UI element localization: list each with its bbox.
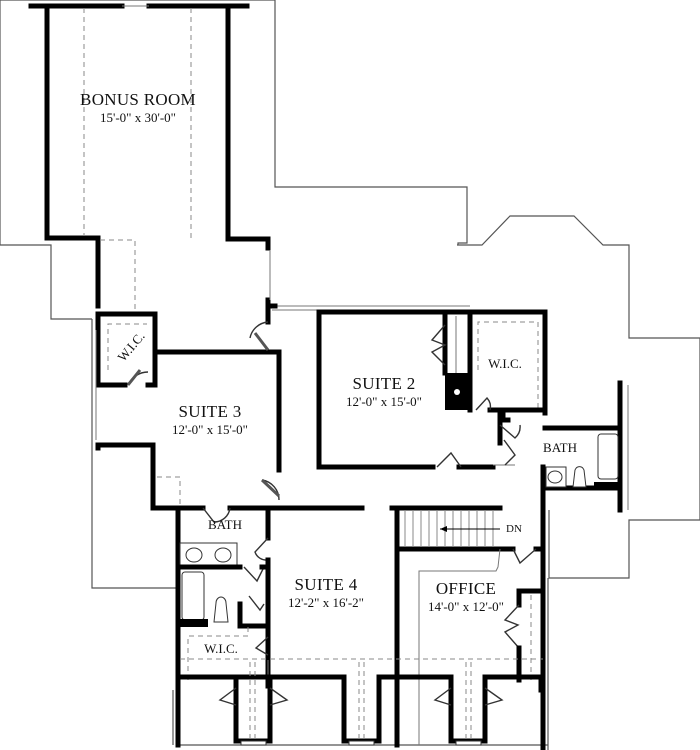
label-wic-suite-4: W.I.C. <box>204 641 238 656</box>
room-label-suite-4: SUITE 4 12'-2" x 16'-2" <box>288 576 364 609</box>
room-label-suite-3: SUITE 3 12'-0" x 15'-0" <box>172 403 248 436</box>
bath-2-walls <box>540 380 629 750</box>
label-wic-suite-2: W.I.C. <box>488 356 522 371</box>
room-dimensions: 12'-0" x 15'-0" <box>346 394 422 409</box>
suite-2-walls <box>316 309 548 470</box>
room-name: OFFICE <box>435 579 497 598</box>
room-dimensions: 12'-2" x 16'-2" <box>288 595 364 610</box>
room-label-suite-2: SUITE 2 12'-0" x 15'-0" <box>346 375 422 408</box>
room-name: SUITE 2 <box>352 374 416 393</box>
suite-3-walls <box>95 311 282 511</box>
room-name: BONUS ROOM <box>80 90 196 109</box>
front-dormers <box>175 662 544 746</box>
room-dimensions: 12'-0" x 15'-0" <box>172 422 248 437</box>
room-dimensions: 15'-0" x 30'-0" <box>100 110 176 125</box>
room-name: SUITE 4 <box>294 575 358 594</box>
stair <box>394 505 546 748</box>
label-stair-down: DN <box>506 523 522 535</box>
label-bath-suite-2: BATH <box>543 440 577 455</box>
label-bath-suite-4: BATH <box>208 517 242 532</box>
room-label-bonus-room: BONUS ROOM 15'-0" x 30'-0" <box>80 91 196 124</box>
room-dimensions: 14'-0" x 12'-0" <box>428 599 504 614</box>
bonus-room-walls <box>28 3 271 321</box>
room-name: SUITE 3 <box>178 402 242 421</box>
room-label-office: OFFICE 14'-0" x 12'-0" <box>428 580 504 613</box>
